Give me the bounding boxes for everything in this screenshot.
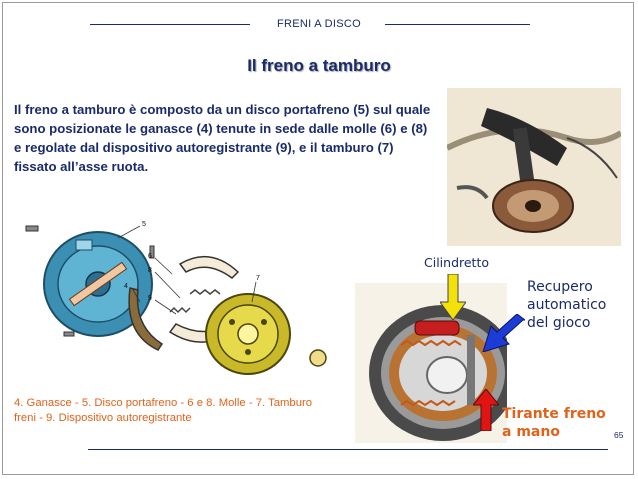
- part-number-6: 6: [148, 253, 152, 260]
- brake-drum: [205, 293, 291, 375]
- parts-legend-caption: 4. Ganasce - 5. Disco portafreno - 6 e 8…: [14, 397, 313, 424]
- arrow-handbrake: [473, 389, 499, 431]
- bolt: [149, 245, 155, 259]
- section-header: FRENI A DISCO: [277, 18, 361, 30]
- spring: [169, 306, 191, 314]
- hub-cap: [309, 349, 327, 367]
- exploded-drum-brake-illustration: 5 6 8 4 9 7: [25, 221, 327, 375]
- callout-self-adjuster: Recupero automatico del gioco: [527, 279, 607, 331]
- footer-rule: [88, 449, 608, 450]
- drum-brake-closeup-photo: [355, 283, 507, 443]
- arrow-cylinder: [440, 274, 466, 320]
- part-number-5: 5: [142, 221, 146, 228]
- brake-shoe-upper: [178, 255, 240, 279]
- part-number-8: 8: [148, 267, 152, 274]
- callout-handbrake-cable: Tirante freno a mano: [502, 406, 606, 440]
- slide-title: Il freno a tamburo: [247, 56, 391, 75]
- slide-frame: [2, 2, 634, 475]
- bolt: [63, 331, 75, 337]
- part-number-4: 4: [124, 283, 128, 290]
- body-paragraph: Il freno a tamburo è composto da un disc…: [14, 102, 431, 174]
- brake-shoe-left: [128, 287, 164, 351]
- bolt: [25, 225, 39, 232]
- header-rule-left: [90, 24, 250, 25]
- spring: [189, 289, 221, 295]
- suspension-brake-photo: [447, 88, 621, 246]
- arrow-self-adjuster: [482, 314, 525, 352]
- part-number-7: 7: [256, 275, 260, 282]
- callout-cylinder: Cilindretto: [424, 255, 490, 270]
- page-number: 65: [614, 430, 624, 440]
- header-rule-right: [385, 24, 530, 25]
- backing-plate: [43, 231, 153, 337]
- part-number-9: 9: [148, 295, 152, 302]
